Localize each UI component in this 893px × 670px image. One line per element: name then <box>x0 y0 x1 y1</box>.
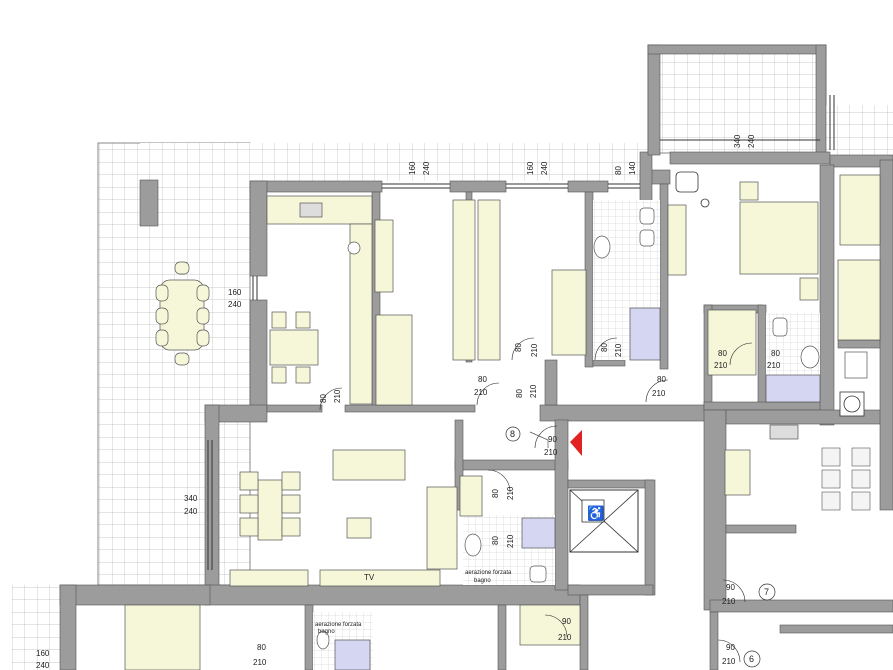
door-entry-w: 90 <box>548 435 557 444</box>
dim-bottom-h: 240 <box>36 661 50 670</box>
misc-labels: TV aerazione forzata bagno aerazione for… <box>315 570 512 635</box>
svg-text:♿: ♿ <box>587 505 604 522</box>
door-bath-w: 80 <box>600 343 609 352</box>
dim-b3-w: 160 <box>526 161 535 175</box>
apartment-numbers: 8 7 6 <box>505 426 776 668</box>
door-entry-h: 210 <box>544 448 558 457</box>
east-dining <box>821 447 871 511</box>
dim-bottom-w: 160 <box>36 649 50 658</box>
door-master-h: 210 <box>714 361 728 370</box>
door-wc2-w: 80 <box>491 536 500 545</box>
west-terrace <box>97 142 251 586</box>
door-bathb-h: 210 <box>652 389 666 398</box>
door-b2-h: 210 <box>474 388 488 397</box>
fixtures <box>334 307 821 670</box>
terraces <box>12 44 893 670</box>
dim-b2-h: 240 <box>422 161 431 175</box>
sofa-side <box>426 486 458 570</box>
bed-b2 <box>375 314 413 406</box>
apartment-7-label: 7 <box>764 587 769 597</box>
study-desk <box>707 309 757 376</box>
dimension-labels: 160 240 340 240 160 240 160 240 80 140 3… <box>36 134 756 670</box>
sofa <box>332 449 406 481</box>
bed-b3 <box>551 269 587 356</box>
door-ens-w: 80 <box>771 349 780 358</box>
twin-bed-b <box>477 199 501 361</box>
door-bathb-w: 80 <box>657 375 666 384</box>
tv-label: TV <box>364 573 375 582</box>
aerazione-1-line2: bagno <box>474 578 491 584</box>
stair-hatch <box>839 391 865 417</box>
door-corr-w: 80 <box>515 389 524 398</box>
door-wc2-h: 210 <box>506 534 515 548</box>
kitchen-counter-side <box>349 223 373 405</box>
walls <box>59 44 893 670</box>
door-b2-w: 80 <box>478 375 487 384</box>
wardrobe-master <box>667 204 687 276</box>
sanitary <box>299 202 868 650</box>
door-swings <box>319 337 753 663</box>
door-corr-h: 210 <box>529 384 538 398</box>
door-master-w: 80 <box>718 349 727 358</box>
shower-1 <box>629 307 661 361</box>
door-kitchen-h: 210 <box>333 389 342 403</box>
door-bottombed-h: 210 <box>253 658 267 667</box>
bathtub-ensuite <box>765 374 821 403</box>
door-b3-h: 210 <box>530 343 539 357</box>
dim-bath-h: 140 <box>628 161 637 175</box>
door-b3-w: 80 <box>514 343 523 352</box>
dim-living-h: 240 <box>184 507 198 516</box>
dim-b2-w: 160 <box>408 161 417 175</box>
sideboard <box>229 569 309 587</box>
dim-b3-h: 240 <box>540 161 549 175</box>
shower-2 <box>521 517 556 549</box>
terrace-chairs <box>155 261 210 366</box>
dim-living-w: 340 <box>184 494 198 503</box>
dim-master-h: 240 <box>747 134 756 148</box>
lift-core: ♿ <box>529 431 639 553</box>
tv-unit <box>319 569 441 587</box>
dining-table <box>257 479 283 541</box>
coffee-table <box>346 517 372 539</box>
door-stair-h: 210 <box>558 633 572 642</box>
aerazione-2-line1: aerazione forzata <box>315 622 362 628</box>
door-apt7-h: 210 <box>722 597 736 606</box>
apartment-8-label: 8 <box>510 429 515 439</box>
door-apt6-h: 210 <box>722 657 736 666</box>
apartment-6-label: 6 <box>749 654 754 664</box>
door-bath-h: 210 <box>614 343 623 357</box>
door-wc-w: 80 <box>491 489 500 498</box>
aerazione-2-line2: bagno <box>318 629 335 635</box>
aerazione-1-line1: aerazione forzata <box>465 570 512 576</box>
dim-master-w: 340 <box>733 134 742 148</box>
entry-marker <box>570 430 582 456</box>
door-bottombed-w: 80 <box>257 643 266 652</box>
windows <box>207 95 835 570</box>
door-kitchen-w: 80 <box>319 394 328 403</box>
master-bed <box>739 201 819 275</box>
furniture <box>124 174 881 670</box>
shower-wc <box>334 639 371 670</box>
door-labels: 80 210 80 210 80 210 80 210 80 210 80 21… <box>253 343 781 667</box>
door-wc-h: 210 <box>506 486 515 500</box>
wardrobe-b2 <box>374 219 394 293</box>
north-terrace-strip <box>140 143 650 181</box>
dim-terrace-w: 160 <box>228 288 242 297</box>
dim-bath-w: 80 <box>614 166 623 175</box>
east-terrace <box>826 105 893 155</box>
twin-bed-a <box>452 199 476 361</box>
door-apt7-w: 90 <box>726 583 735 592</box>
door-stair-w: 90 <box>562 617 571 626</box>
kitchen-table <box>269 329 319 366</box>
armchair <box>675 171 710 208</box>
door-apt6-w: 90 <box>726 643 735 652</box>
dim-terrace-h: 240 <box>228 300 242 309</box>
parapet <box>139 179 159 227</box>
door-ens-h: 210 <box>767 361 781 370</box>
